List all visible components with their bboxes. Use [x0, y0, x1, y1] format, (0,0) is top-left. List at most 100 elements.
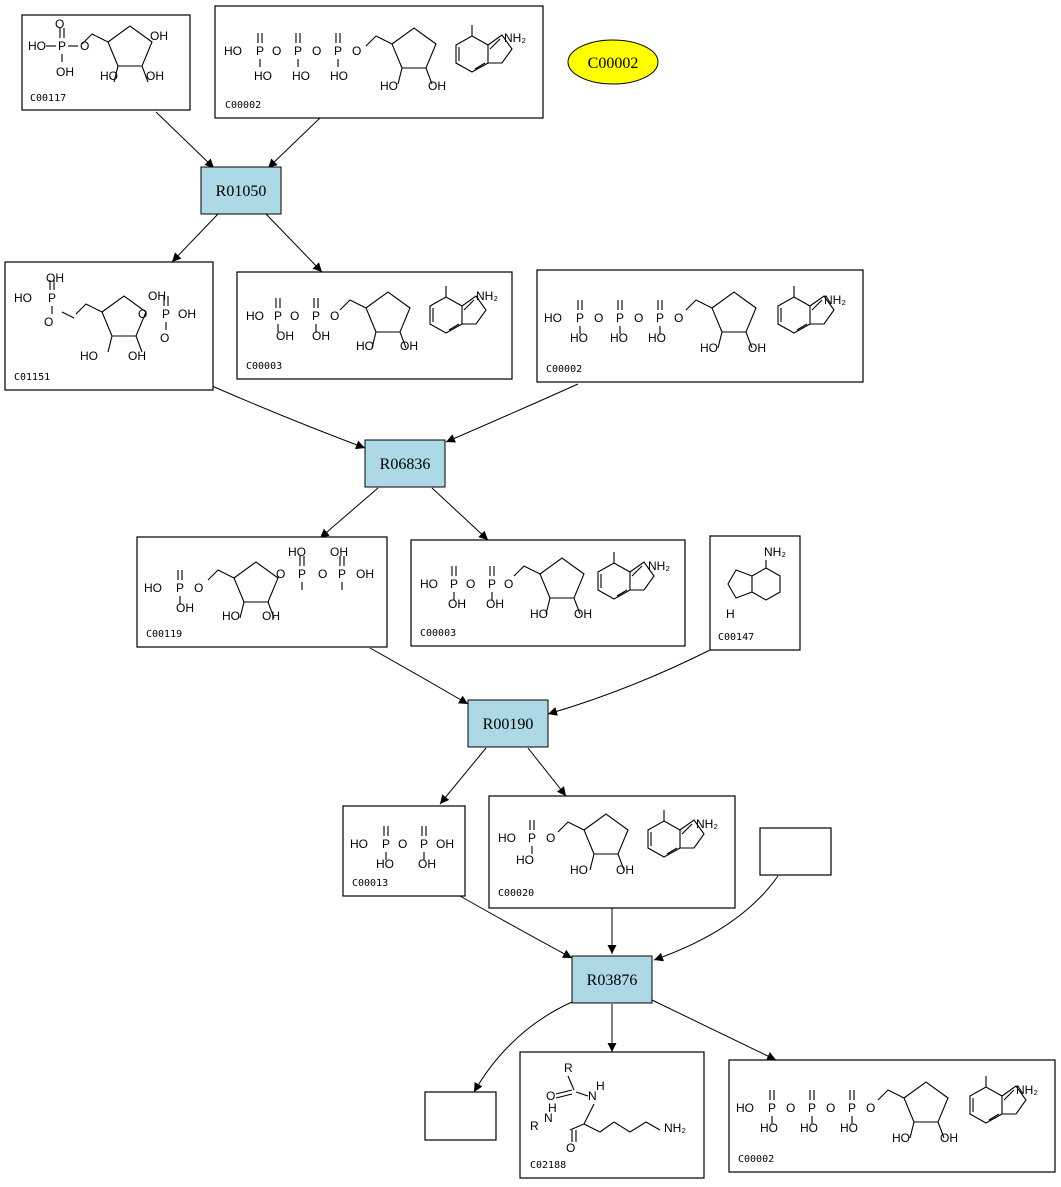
reaction-r00190[interactable]: R00190 — [467, 699, 549, 748]
highlight-ellipse — [567, 39, 659, 85]
edge-c00147-to-r00190 — [547, 649, 711, 716]
svg-text:R: R — [530, 1119, 539, 1133]
svg-text:HO: HO — [516, 853, 534, 867]
structure-amp: HO HO O HO OH NH₂ — [498, 809, 718, 877]
highlighted-compound[interactable]: C00002 — [567, 39, 659, 85]
highlight-label: C00002 — [588, 55, 639, 72]
svg-text:HO: HO — [800, 1121, 818, 1135]
svg-text:H: H — [726, 607, 735, 621]
edge-r03876-to-empty — [473, 1001, 573, 1093]
svg-text:O: O — [504, 577, 513, 591]
edge-r00190-to-c00020 — [527, 747, 567, 797]
reaction-edges — [155, 111, 779, 1093]
compound-box — [236, 271, 513, 380]
structure-atp: HO HO O HO O HO O HO OH NH₂ — [544, 285, 846, 355]
edge-c00119-to-r00190 — [369, 647, 469, 705]
svg-text:OH: OH — [148, 289, 166, 303]
compound-label: C00003 — [420, 628, 456, 639]
reaction-r03876[interactable]: R03876 — [571, 955, 653, 1004]
svg-text:O: O — [80, 39, 89, 53]
compound-c00020[interactable]: HO HO O HO OH NH₂ C00020 — [488, 795, 736, 909]
compound-box — [709, 535, 801, 651]
compound-c01151[interactable]: OH HO O OH O OH O HO OH C01151 — [4, 261, 214, 391]
svg-text:HO: HO — [28, 39, 46, 53]
reaction-label: R01050 — [216, 183, 267, 200]
svg-text:HO: HO — [760, 1121, 778, 1135]
svg-text:O: O — [276, 567, 285, 581]
compound-label: C00002 — [225, 100, 261, 111]
reaction-label: R00190 — [483, 716, 534, 733]
svg-text:NH₂: NH₂ — [696, 817, 718, 831]
compound-c00003-row3[interactable]: HO OH O OH O HO OH NH₂ C00003 — [410, 539, 686, 647]
svg-text:O: O — [272, 44, 281, 58]
edge-r01050-to-c01151 — [171, 213, 219, 263]
edge-c00002-to-r06836 — [445, 383, 579, 443]
reaction-r01050[interactable]: R01050 — [200, 166, 282, 215]
svg-text:HO: HO — [224, 44, 242, 58]
svg-text:HO: HO — [376, 857, 394, 871]
structure-adenylate-diphosphate: HO OH O OH O HO OH NH₂ — [246, 285, 498, 353]
svg-text:HO: HO — [350, 837, 368, 851]
svg-text:O: O — [55, 17, 64, 31]
compound-c00002-row2[interactable]: HO HO O HO O HO O HO OH NH₂ C00002 — [536, 269, 864, 383]
compound-c00119[interactable]: HO OH O HO OH O HO O OH OH C00119 — [136, 536, 388, 648]
svg-text:HO: HO — [570, 331, 588, 345]
compound-label: C00002 — [738, 1154, 774, 1165]
svg-text:N: N — [588, 1089, 597, 1103]
svg-text:HO: HO — [498, 831, 516, 845]
svg-text:OH: OH — [46, 271, 64, 285]
compound-c02188[interactable]: R O NH NH R O NH₂ C02188 — [519, 1051, 705, 1179]
compound-unlabeled-2[interactable] — [424, 1091, 497, 1141]
compound-label: C00013 — [352, 878, 388, 889]
svg-text:NH₂: NH₂ — [764, 545, 786, 559]
structure-adenine: NH₂ H — [726, 545, 786, 621]
svg-text:OH: OH — [940, 1131, 958, 1145]
compound-box — [21, 14, 191, 111]
svg-text:OH: OH — [56, 65, 74, 79]
edge-r00190-to-c00013 — [439, 747, 487, 805]
reaction-box — [364, 439, 446, 488]
svg-text:OH: OH — [448, 597, 466, 611]
svg-text:OH: OH — [400, 339, 418, 353]
svg-text:HO: HO — [892, 1131, 910, 1145]
edge-c00117-to-r01050 — [155, 111, 215, 169]
svg-text:HO: HO — [736, 1101, 754, 1115]
compound-c00147[interactable]: NH₂ H C00147 — [709, 535, 801, 651]
svg-text:NH₂: NH₂ — [504, 31, 526, 45]
reaction-label: R06836 — [380, 456, 431, 473]
svg-text:O: O — [194, 581, 203, 595]
compound-c00002-bottom[interactable]: HO HO O HO O HO O HO OH NH₂ C00002 — [728, 1059, 1056, 1173]
svg-text:O: O — [160, 331, 169, 345]
svg-text:HO: HO — [100, 69, 118, 83]
svg-text:O: O — [546, 831, 555, 845]
svg-text:NH₂: NH₂ — [648, 559, 670, 573]
structure-adenylate-diphosphate: HO OH O OH O HO OH NH₂ — [420, 551, 670, 621]
svg-text:OH: OH — [128, 349, 146, 363]
compound-c00002-top[interactable]: HO HO O HO O HO O HO OH NH₂ C00002 — [214, 5, 544, 119]
svg-text:OH: OH — [428, 79, 446, 93]
svg-text:O: O — [318, 567, 327, 581]
svg-text:OH: OH — [262, 609, 280, 623]
edge-c01151-to-r06836 — [211, 385, 366, 450]
compound-c00117[interactable]: HO O OH O OH HO OH C00117 — [21, 14, 191, 111]
compound-c00013[interactable]: HO HO O OH OH C00013 — [342, 805, 466, 897]
compound-label: C01151 — [14, 372, 50, 383]
compound-c00003-row2[interactable]: HO OH O OH O HO OH NH₂ C00003 — [236, 271, 513, 380]
svg-text:HO: HO — [356, 339, 374, 353]
svg-text:HO: HO — [610, 331, 628, 345]
svg-text:O: O — [674, 311, 683, 325]
svg-text:H: H — [548, 1101, 557, 1115]
svg-text:OH: OH — [176, 601, 194, 615]
svg-text:OH: OH — [146, 69, 164, 83]
svg-text:O: O — [290, 309, 299, 323]
svg-text:N: N — [544, 1111, 553, 1125]
compound-unlabeled-1[interactable] — [759, 827, 832, 876]
edge-empty-to-r03876 — [653, 875, 779, 962]
svg-text:O: O — [866, 1101, 875, 1115]
svg-text:HO: HO — [292, 69, 310, 83]
svg-text:O: O — [330, 309, 339, 323]
compound-label: C02188 — [530, 1160, 566, 1171]
reaction-r06836[interactable]: R06836 — [364, 439, 446, 488]
svg-text:HO: HO — [222, 609, 240, 623]
edge-r01050-to-c00003 — [265, 213, 323, 273]
